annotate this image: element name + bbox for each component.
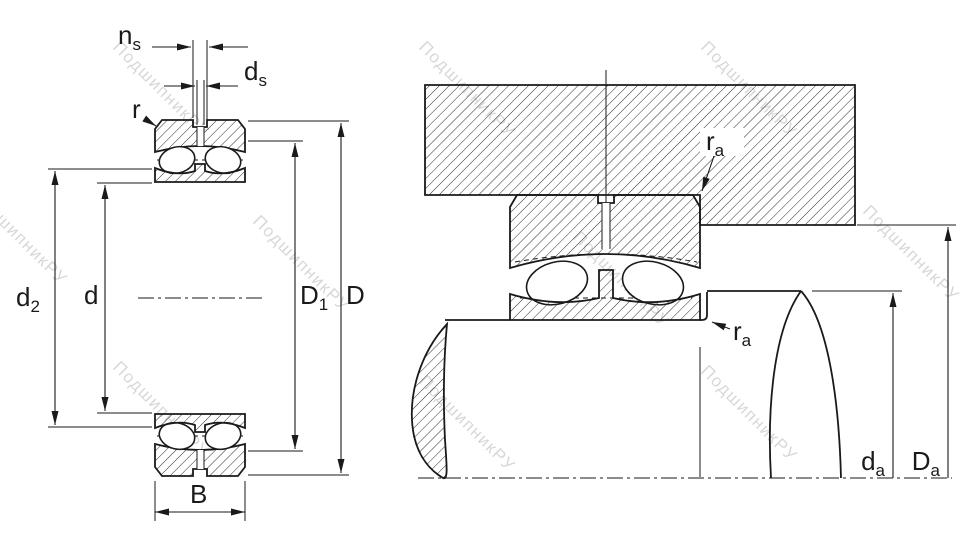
label-ra-housing: ra xyxy=(706,126,725,160)
label-d2: d2 xyxy=(16,282,40,316)
label-D1: D1 xyxy=(300,280,328,314)
shaft-shoulder-contour xyxy=(768,290,802,479)
dimension-Da: Da xyxy=(857,224,956,480)
watermark-text: ПодшипникРУ xyxy=(697,361,801,465)
watermark-text: ПодшипникРУ xyxy=(0,184,71,288)
inner-ring-section xyxy=(509,269,701,321)
dimension-B: B xyxy=(154,479,246,521)
label-D: D xyxy=(346,280,365,310)
label-ns: ns xyxy=(118,20,141,54)
bearing-bottom-section xyxy=(154,413,246,477)
shaft xyxy=(410,290,842,479)
lubrication-hole xyxy=(197,127,204,146)
label-d-main: d xyxy=(84,280,98,310)
label-da-sub: a xyxy=(876,461,886,480)
label-ds: ds xyxy=(244,56,267,90)
label-D-main: D xyxy=(346,280,365,310)
label-da: da xyxy=(861,446,885,480)
dimension-ra-shaft: ra xyxy=(711,316,752,350)
dimension-D1: D1 xyxy=(248,140,328,452)
label-r: r xyxy=(132,94,141,124)
label-ra-shaft: ra xyxy=(733,316,752,350)
label-Da-sub: a xyxy=(931,461,941,480)
lubrication-hole xyxy=(197,450,204,469)
label-d: d xyxy=(84,280,98,310)
leader-line xyxy=(142,115,157,127)
shaft-break-section xyxy=(410,321,449,479)
inner-ring-section xyxy=(154,163,246,183)
dimension-ds: ds xyxy=(164,56,267,125)
label-ra-housing-sub: a xyxy=(715,141,725,160)
dimension-D: D xyxy=(248,120,365,476)
label-ra-housing-main: r xyxy=(706,126,715,156)
label-d2-sub: 2 xyxy=(30,297,39,316)
label-ns-sub: s xyxy=(132,35,141,54)
dimension-d: d xyxy=(84,182,152,414)
label-ds-main: d xyxy=(244,56,258,86)
left-view-bearing-section: ns ds r d2 d xyxy=(16,20,365,521)
inner-ring-section xyxy=(154,413,246,433)
label-ra-shaft-main: r xyxy=(733,316,742,346)
dimension-ra-housing: ra xyxy=(700,126,744,192)
dimension-ns: ns xyxy=(118,20,248,124)
label-D1-main: D xyxy=(300,280,319,310)
label-B: B xyxy=(190,479,207,509)
label-ra-shaft-sub: a xyxy=(742,331,752,350)
cage-line xyxy=(514,253,698,263)
label-ns-main: n xyxy=(118,20,132,50)
label-ds-sub: s xyxy=(258,71,267,90)
label-B-main: B xyxy=(190,479,207,509)
dimension-d2: d2 xyxy=(16,168,152,428)
mounted-bearing-section xyxy=(509,194,701,321)
label-Da-main: D xyxy=(912,446,931,476)
leader-line xyxy=(711,321,731,331)
lubrication-hole xyxy=(602,203,610,249)
label-D1-sub: 1 xyxy=(319,295,328,314)
label-d2-main: d xyxy=(16,282,30,312)
leader-line xyxy=(701,155,715,192)
shaft-shoulder-face xyxy=(700,292,708,321)
shaft-shoulder-contour xyxy=(800,290,842,479)
dimension-da: da xyxy=(812,290,902,480)
label-Da: Da xyxy=(912,446,941,480)
label-r-main: r xyxy=(132,94,141,124)
label-da-main: d xyxy=(861,446,875,476)
bearing-top-section xyxy=(154,119,246,183)
dimension-r: r xyxy=(132,94,157,127)
right-view-mounting: ra ra da Da xyxy=(410,70,956,480)
label-halo xyxy=(700,128,744,156)
